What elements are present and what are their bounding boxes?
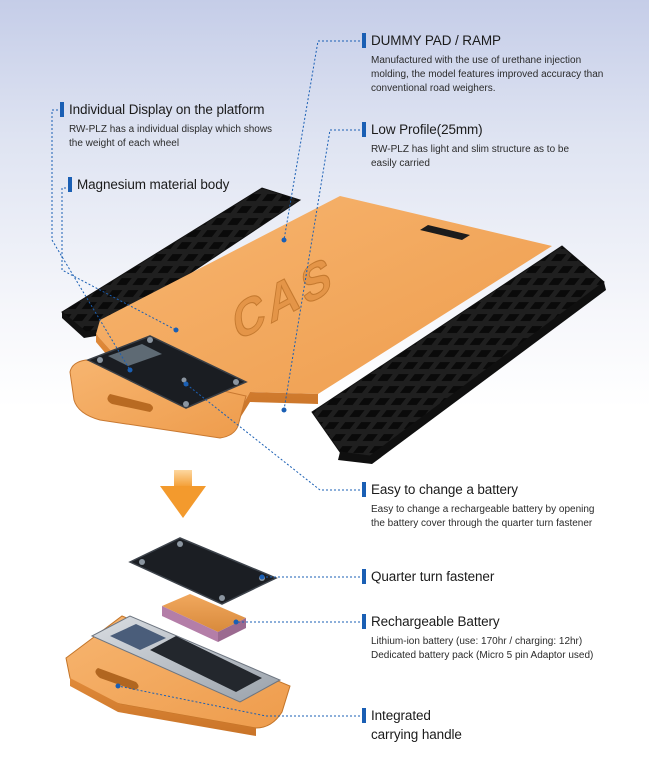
weighing-platform: CAS (61, 187, 606, 464)
handle-slot (107, 394, 153, 412)
leader-handle (117, 685, 364, 717)
display-screw-4 (183, 401, 189, 407)
callout-description: Lithium-ion battery (use: 170hr / chargi… (371, 636, 594, 661)
display-screw-3 (233, 379, 239, 385)
left-ramp-edge (62, 312, 108, 338)
platform-handle-tab (69, 359, 247, 439)
callout-description: RW-PLZ has a individual display which sh… (69, 124, 273, 149)
callout-title: Rechargeable Battery (371, 614, 500, 629)
callout-handle: Integrated carrying handle (362, 706, 481, 744)
battery-cover (128, 537, 278, 605)
dot-rechargeable (233, 619, 239, 625)
callout-low-profile: Low Profile(25mm) RW-PLZ has light and s… (362, 120, 569, 171)
callout-battery-change: Easy to change a battery Easy to change … (362, 480, 595, 531)
dot-magnesium (173, 327, 179, 333)
leader-individual-display (51, 109, 131, 371)
leader-magnesium (61, 187, 177, 331)
callout-individual-display: Individual Display on the platform RW-PL… (60, 100, 272, 151)
base-housing-edge (70, 678, 256, 736)
callout-title: Low Profile(25mm) (371, 122, 483, 137)
display-screw-2 (147, 337, 153, 343)
leader-lines (51, 40, 364, 717)
leader-low-profile (283, 129, 364, 411)
callout-marker (362, 482, 366, 497)
callout-title: Magnesium material body (77, 177, 230, 192)
dot-quarter-turn (259, 574, 265, 580)
battery-pack-front (218, 618, 246, 642)
callout-quarter-turn: Quarter turn fastener (362, 567, 494, 586)
callout-marker (362, 708, 366, 723)
leader-battery-change (185, 383, 364, 491)
battery-pack-side (162, 606, 218, 642)
callout-title: DUMMY PAD / RAMP (371, 33, 501, 48)
down-arrow-icon (160, 470, 206, 518)
compartment-cavity (150, 636, 262, 692)
callout-description: Easy to change a rechargeable battery by… (371, 504, 595, 529)
display-screw-5 (181, 377, 187, 383)
callout-marker (362, 122, 366, 137)
callout-marker (362, 33, 366, 48)
callout-magnesium: Magnesium material body (68, 175, 229, 194)
platform-edge (96, 334, 318, 418)
callout-rechargeable: Rechargeable Battery Lithium-ion battery… (362, 612, 593, 663)
leader-dots (115, 237, 287, 689)
dot-low-profile (281, 407, 287, 413)
dot-individual-display (127, 367, 133, 373)
callout-title: Easy to change a battery (371, 482, 518, 497)
cover-fastener-4 (219, 595, 225, 601)
top-latch (420, 225, 470, 240)
callout-description: Manufactured with the use of urethane in… (371, 55, 604, 94)
leader-dummy-pad (283, 40, 364, 241)
callout-marker (362, 569, 366, 584)
circuit-board (110, 624, 166, 650)
left-ramp (61, 187, 302, 333)
callout-title: Individual Display on the platform (69, 102, 265, 117)
callout-marker (362, 614, 366, 629)
base-handle-slot (95, 668, 139, 690)
dot-handle (115, 683, 121, 689)
exploded-view (65, 537, 291, 736)
display-screen (108, 344, 162, 366)
cover-fastener-2 (177, 541, 183, 547)
battery-pack-top (162, 594, 246, 632)
callout-description: RW-PLZ has light and slim structure as t… (371, 144, 570, 169)
callout-title: Integrated carrying handle (371, 708, 462, 742)
callout-marker (60, 102, 64, 117)
callout-marker (68, 177, 72, 192)
callout-dummy-pad: DUMMY PAD / RAMP Manufactured with the u… (362, 31, 603, 96)
cover-fastener-1 (139, 559, 145, 565)
dot-battery-change (183, 381, 189, 387)
display-screw-1 (97, 357, 103, 363)
dot-dummy-pad (281, 237, 287, 243)
platform-top (96, 196, 552, 410)
callout-title: Quarter turn fastener (371, 569, 495, 584)
